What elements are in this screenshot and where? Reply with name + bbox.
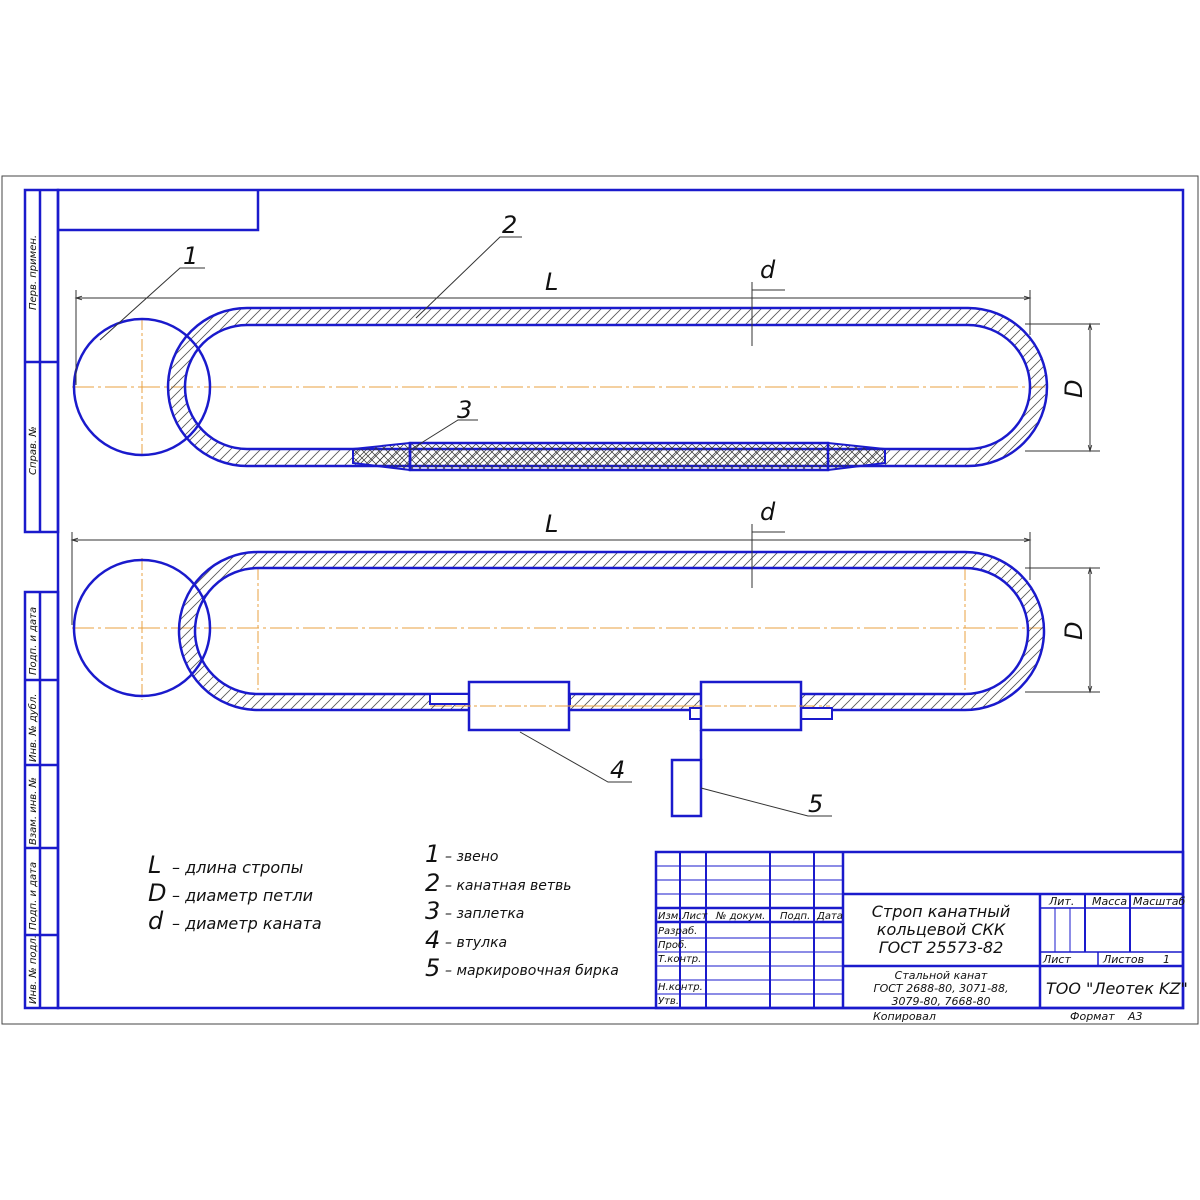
- tb-format-value: А3: [1127, 1010, 1143, 1023]
- link-circle-2: [72, 558, 212, 698]
- side-label-podp2: Подп. и дата: [28, 862, 39, 930]
- legend-sym-D: D: [148, 879, 166, 907]
- sling-ring-2: [177, 550, 1046, 712]
- frame: [23, 188, 1185, 1010]
- page-border: [1, 175, 1199, 1025]
- tb-material-3: 3079-80, 7668-80: [892, 995, 991, 1008]
- side-label-inv: Инв. № подл.: [28, 935, 39, 1004]
- tb-role-nkontr: Н.контр.: [658, 982, 703, 993]
- dim-L-1: L: [545, 268, 558, 296]
- sling-ring-1: [166, 306, 1049, 468]
- dim-d-1: d: [760, 256, 776, 284]
- tb-title-1: Строп канатный: [872, 902, 1011, 921]
- legend-sym-L: L: [148, 851, 161, 879]
- view-1: L d D 1 2 3: [72, 211, 1100, 472]
- tb-company: ТОО "Леотек KZ": [1046, 979, 1188, 998]
- side-label-perv: Перв. примен.: [28, 235, 39, 310]
- legend-dims: L – длина стропы D – диаметр петли d – д…: [148, 851, 322, 935]
- legend-sym-d: d: [148, 907, 164, 935]
- marking-tag: [670, 758, 703, 818]
- tb-header-podp: Подп.: [780, 911, 810, 922]
- sleeve-left: [467, 680, 571, 732]
- splice: [408, 441, 830, 472]
- tb-lit: Лит.: [1048, 895, 1074, 908]
- side-label-sprav: Справ. №: [28, 426, 39, 475]
- callout-2: 2: [502, 211, 517, 239]
- legend-parts: 1 – звено 2 – канатная ветвь 3 – заплетк…: [425, 840, 619, 982]
- side-label-dubl: Инв. № дубл.: [27, 694, 39, 762]
- tb-sheets-count: 1: [1163, 953, 1170, 966]
- callout-1: 1: [183, 242, 198, 270]
- tb-material-1: Стальной канат: [895, 969, 988, 982]
- legend-text-d: – диаметр каната: [172, 914, 322, 933]
- side-labels: Перв. примен. Справ. № Подп. и дата Инв.…: [27, 235, 39, 1004]
- legend-num-1: 1: [425, 840, 440, 868]
- tb-sheets: Листов: [1102, 953, 1144, 966]
- legend-part-5: – маркировочная бирка: [445, 963, 619, 979]
- callout-5: 5: [808, 790, 823, 818]
- tb-role-razrab: Разраб.: [658, 925, 697, 937]
- tb-role-utv: Утв.: [658, 996, 679, 1007]
- tb-role-prob: Проб.: [658, 939, 687, 951]
- tb-role-tkontr: Т.контр.: [658, 954, 701, 965]
- dim-L-2: L: [545, 510, 558, 538]
- legend-part-1: – звено: [445, 849, 498, 865]
- tb-header-dokum: № докум.: [715, 911, 765, 922]
- legend-num-3: 3: [425, 897, 440, 925]
- legend-num-2: 2: [425, 869, 440, 897]
- legend-part-4: – втулка: [445, 935, 507, 951]
- link-circle-1: [72, 317, 212, 457]
- dim-D-2: D: [1060, 622, 1088, 640]
- callout-3: 3: [457, 396, 472, 424]
- legend-num-5: 5: [425, 954, 440, 982]
- legend-part-2: – канатная ветвь: [445, 878, 572, 894]
- title-block: Изм. Лист № докум. Подп. Дата Разраб. Пр…: [654, 850, 1188, 1023]
- tb-title-3: ГОСТ 25573-82: [879, 938, 1004, 957]
- tb-scale: Масштаб: [1133, 895, 1185, 908]
- tb-header-list: Лист: [681, 911, 709, 922]
- tb-header-izm: Изм.: [658, 911, 682, 922]
- tb-title-2: кольцевой СКК: [877, 920, 1006, 939]
- tb-format: Формат: [1070, 1010, 1115, 1023]
- view-2: L d D 4 5: [70, 498, 1100, 818]
- legend-num-4: 4: [425, 926, 440, 954]
- tb-header-data: Дата: [816, 911, 843, 922]
- side-label-podp1: Подп. и дата: [28, 607, 39, 675]
- legend-part-3: – заплетка: [445, 906, 524, 922]
- tb-mass: Масса: [1092, 895, 1127, 908]
- tb-material-2: ГОСТ 2688-80, 3071-88,: [873, 982, 1008, 995]
- tb-copied: Копировал: [873, 1010, 936, 1023]
- tb-sheet: Лист: [1042, 953, 1071, 966]
- side-label-vzam: Взам. инв. №: [28, 777, 39, 845]
- splice-taper-right: [827, 441, 886, 472]
- dim-d-2: d: [760, 498, 776, 526]
- dim-D-1: D: [1060, 380, 1088, 398]
- legend-text-L: – длина стропы: [172, 858, 303, 877]
- callout-4: 4: [610, 756, 625, 784]
- legend-text-D: – диаметр петли: [172, 886, 313, 905]
